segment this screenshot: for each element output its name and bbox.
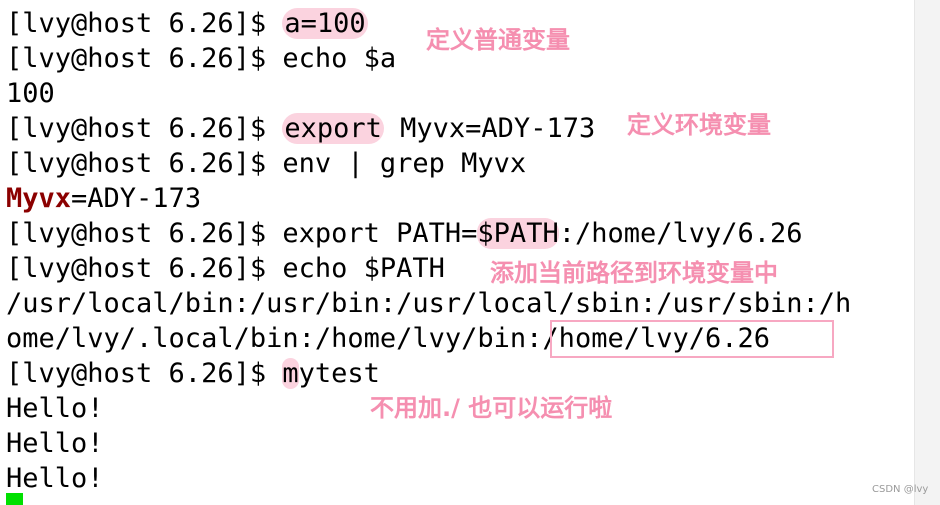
prompt: [lvy@host 6.26]$ (6, 358, 283, 389)
prompt: [lvy@host 6.26]$ (6, 8, 283, 39)
prompt: [lvy@host 6.26]$ (6, 148, 283, 179)
terminal-line-5: [lvy@host 6.26]$ env | grep Myvx (6, 146, 526, 181)
terminal-line-1: [lvy@host 6.26]$ a=100 (6, 6, 368, 41)
watermark: CSDN @lvy (872, 484, 929, 495)
annotation-add-path: 添加当前路径到环境变量中 (490, 259, 778, 287)
output: ome/lvy/.local/bin:/home/lvy/bin:/home/l… (6, 323, 771, 354)
terminal-line-7: [lvy@host 6.26]$ export PATH=$PATH:/home… (6, 216, 803, 251)
command: export PATH= (282, 218, 478, 249)
output: =ADY-173 (71, 183, 202, 214)
command-highlight: export (282, 113, 384, 144)
command-highlight: m (282, 358, 299, 389)
scrollbar[interactable] (914, 0, 940, 505)
path-highlight-box (550, 320, 834, 358)
terminal-line-2: [lvy@host 6.26]$ echo $a (6, 41, 396, 76)
prompt: [lvy@host 6.26]$ (6, 218, 283, 249)
terminal-line-14: Hello! (6, 461, 104, 496)
terminal-line-6: Myvx=ADY-173 (6, 181, 201, 216)
terminal-line-3: 100 (6, 76, 55, 111)
command: echo $PATH (282, 253, 445, 284)
output: Hello! (6, 393, 104, 424)
command-highlight: a=100 (282, 8, 368, 39)
terminal-line-4: [lvy@host 6.26]$ export Myvx=ADY-173 (6, 111, 595, 146)
terminal-line-13: Hello! (6, 426, 104, 461)
command: Myvx=ADY-173 (383, 113, 596, 144)
terminal-line-12: Hello! (6, 391, 104, 426)
prompt: [lvy@host 6.26]$ (6, 43, 283, 74)
command: ytest (298, 358, 380, 389)
grep-match: Myvx (6, 183, 72, 214)
terminal-cursor (6, 493, 23, 505)
annotation-define-var: 定义普通变量 (426, 26, 570, 54)
output: Hello! (6, 428, 104, 459)
prompt: [lvy@host 6.26]$ (6, 253, 283, 284)
output: 100 (6, 78, 55, 109)
terminal-line-8: [lvy@host 6.26]$ echo $PATH (6, 251, 445, 286)
annotation-define-env: 定义环境变量 (627, 111, 771, 139)
terminal-line-11: [lvy@host 6.26]$ mytest (6, 356, 380, 391)
command: env | grep Myvx (282, 148, 527, 179)
terminal-line-10: ome/lvy/.local/bin:/home/lvy/bin:/home/l… (6, 321, 770, 356)
annotation-no-dot-slash: 不用加./ 也可以运行啦 (370, 394, 613, 422)
command-highlight: $PATH (477, 218, 559, 249)
output: /usr/local/bin:/usr/bin:/usr/local/sbin:… (6, 288, 852, 319)
output: Hello! (6, 463, 104, 494)
prompt: [lvy@host 6.26]$ (6, 113, 283, 144)
command: echo $a (282, 43, 397, 74)
terminal-line-9: /usr/local/bin:/usr/bin:/usr/local/sbin:… (6, 286, 851, 321)
command: :/home/lvy/6.26 (558, 218, 803, 249)
